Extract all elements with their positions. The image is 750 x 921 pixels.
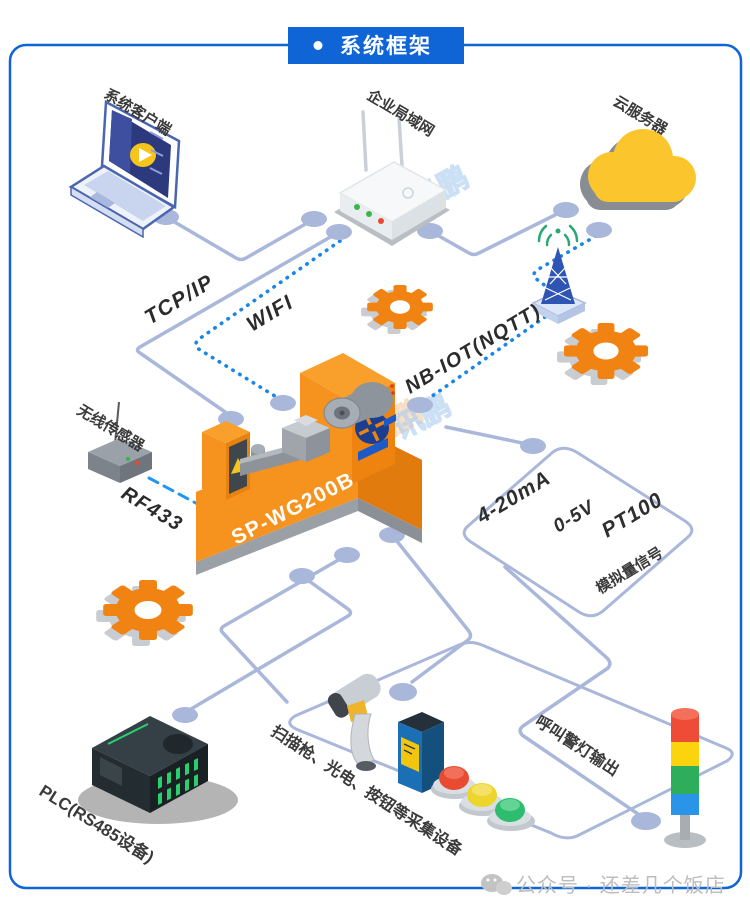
line-client-lan: [164, 215, 311, 262]
signal-0-5v: 0-5V: [550, 496, 599, 537]
nbiot-tower-icon: [531, 224, 587, 324]
wifi-label: WIFI: [243, 291, 298, 337]
signal-pt100: PT100: [598, 488, 667, 542]
gear-icon: [96, 580, 193, 646]
footer: 公众号 · 还差几个饭店: [481, 874, 726, 897]
analog-box: [462, 446, 694, 618]
photo-sensor-icon: [398, 712, 444, 793]
line-cloud-nbiot: [532, 234, 598, 292]
line-machine-plc: [189, 574, 353, 711]
collect-enclosure: [288, 641, 734, 840]
plc-icon: [78, 716, 238, 824]
title-badge: 系统框架: [288, 27, 464, 64]
tower-light-icon: [664, 708, 706, 848]
line-tcpip: [135, 230, 341, 416]
title-bullet-icon: [313, 41, 323, 50]
line-wifi: [194, 239, 342, 400]
tcpip-label: TCP/IP: [141, 270, 219, 329]
line-machine-analog: [444, 425, 529, 446]
router-icon: [334, 110, 450, 246]
gear-icon: [557, 323, 648, 385]
laptop-icon: [68, 99, 181, 239]
page-title: 系统框架: [340, 34, 432, 58]
gear-icon: [361, 285, 433, 334]
push-buttons-icon: [431, 766, 535, 831]
footer-text: 公众号 · 还差几个饭店: [516, 874, 726, 897]
wireless-sensor-icon: [88, 401, 152, 483]
connector-nodes: [153, 202, 661, 830]
scanner-icon: [327, 673, 381, 771]
signal-4-20ma: 4-20mA: [472, 466, 555, 528]
connector-lines: [135, 210, 734, 840]
line-lan-cloud: [428, 210, 563, 257]
cloud-icon: [580, 129, 696, 210]
rf433-label: RF433: [117, 482, 186, 536]
alarm-label: 呼叫警灯输出: [532, 711, 623, 779]
line-nbiot: [426, 315, 547, 401]
line-machine-collect2: [390, 533, 473, 684]
machine-icon: [196, 353, 422, 575]
line-machine-collect: [219, 553, 349, 704]
wechat-icon: [481, 874, 512, 895]
line-alarm: [503, 565, 643, 818]
